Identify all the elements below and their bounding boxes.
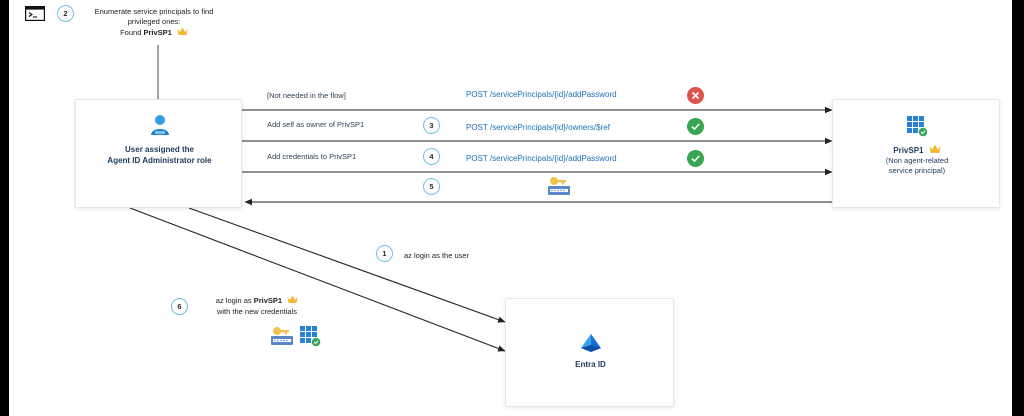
login6-name: PrivSP1 [253, 296, 283, 305]
flow-api-addpassword: POST /servicePrincipals/{id}/addPassword [466, 154, 617, 163]
user-title-line-1: User assigned the [125, 145, 194, 154]
flow-label-not-needed: [Not needed in the flow] [267, 91, 346, 100]
user-box: User assigned the Agent ID Administrator… [75, 99, 242, 208]
note-found-name: PrivSP1 [143, 28, 172, 37]
user-icon [150, 114, 170, 136]
step-badge-4: 4 [423, 148, 440, 165]
step-badge-3: 3 [423, 117, 440, 134]
login6-line-1: az login as PrivSP1 [197, 295, 317, 307]
flow-label-add-owner: Add self as owner of PrivSP1 [267, 120, 365, 129]
login-user-label: az login as the user [404, 251, 470, 260]
login6-prefix: az login as [215, 296, 254, 305]
note-enumerate: Enumerate service principals to find pri… [79, 7, 229, 39]
app-grid-icon [299, 325, 321, 347]
entra-id-title: Entra ID [575, 360, 606, 369]
privsp1-subtitle: (Non agent-related service principal) [833, 156, 1001, 176]
key-card-icon [547, 176, 571, 196]
entra-id-box: Entra ID [505, 298, 674, 407]
flow-label-add-credentials: Add credentials to PrivSP1 [267, 152, 357, 161]
login-arrow-user [188, 207, 506, 323]
login-arrow-privsp1 [129, 207, 506, 352]
step-badge-1: 1 [376, 245, 393, 262]
key-card-icon [270, 326, 294, 346]
user-title-line-2: Agent ID Administrator role [107, 156, 212, 165]
check-circle-icon [687, 118, 704, 135]
note-found-prefix: Found [120, 28, 144, 37]
entra-logo-icon [580, 333, 602, 353]
crown-icon [177, 27, 188, 39]
connector-lines [129, 45, 833, 352]
check-circle-icon [687, 150, 704, 167]
terminal-icon [25, 6, 45, 22]
note-line-1: Enumerate service principals to find [94, 7, 214, 16]
privsp1-sub-line-2: service principal) [888, 166, 946, 175]
login6-line-2: with the new credentials [216, 307, 298, 316]
note-line-2: privileged ones: [127, 17, 181, 26]
flow-api-owners-ref: POST /servicePrincipals/{id}/owners/$ref [466, 123, 610, 132]
step-badge-2: 2 [57, 5, 74, 22]
user-box-title: User assigned the Agent ID Administrator… [76, 144, 243, 166]
crown-icon [287, 295, 298, 307]
login-privsp1-label: az login as PrivSP1 with the new credent… [197, 295, 317, 317]
privsp1-box: PrivSP1 (Non agent-related service princ… [832, 99, 1000, 208]
crown-icon [929, 144, 941, 157]
flow-api-addpassword-unneeded: POST /servicePrincipals/{id}/addPassword [466, 90, 617, 99]
privsp1-sub-line-1: (Non agent-related [885, 156, 949, 165]
step-badge-5: 5 [423, 178, 440, 195]
privsp1-title: PrivSP1 [833, 144, 1001, 157]
x-circle-icon [687, 87, 704, 104]
app-grid-icon [906, 115, 928, 137]
diagram-canvas: 2 Enumerate service principals to find p… [9, 0, 1012, 416]
note-line-3: Found PrivSP1 [79, 27, 229, 39]
privsp1-name: PrivSP1 [893, 146, 924, 155]
step-badge-6: 6 [171, 298, 188, 315]
